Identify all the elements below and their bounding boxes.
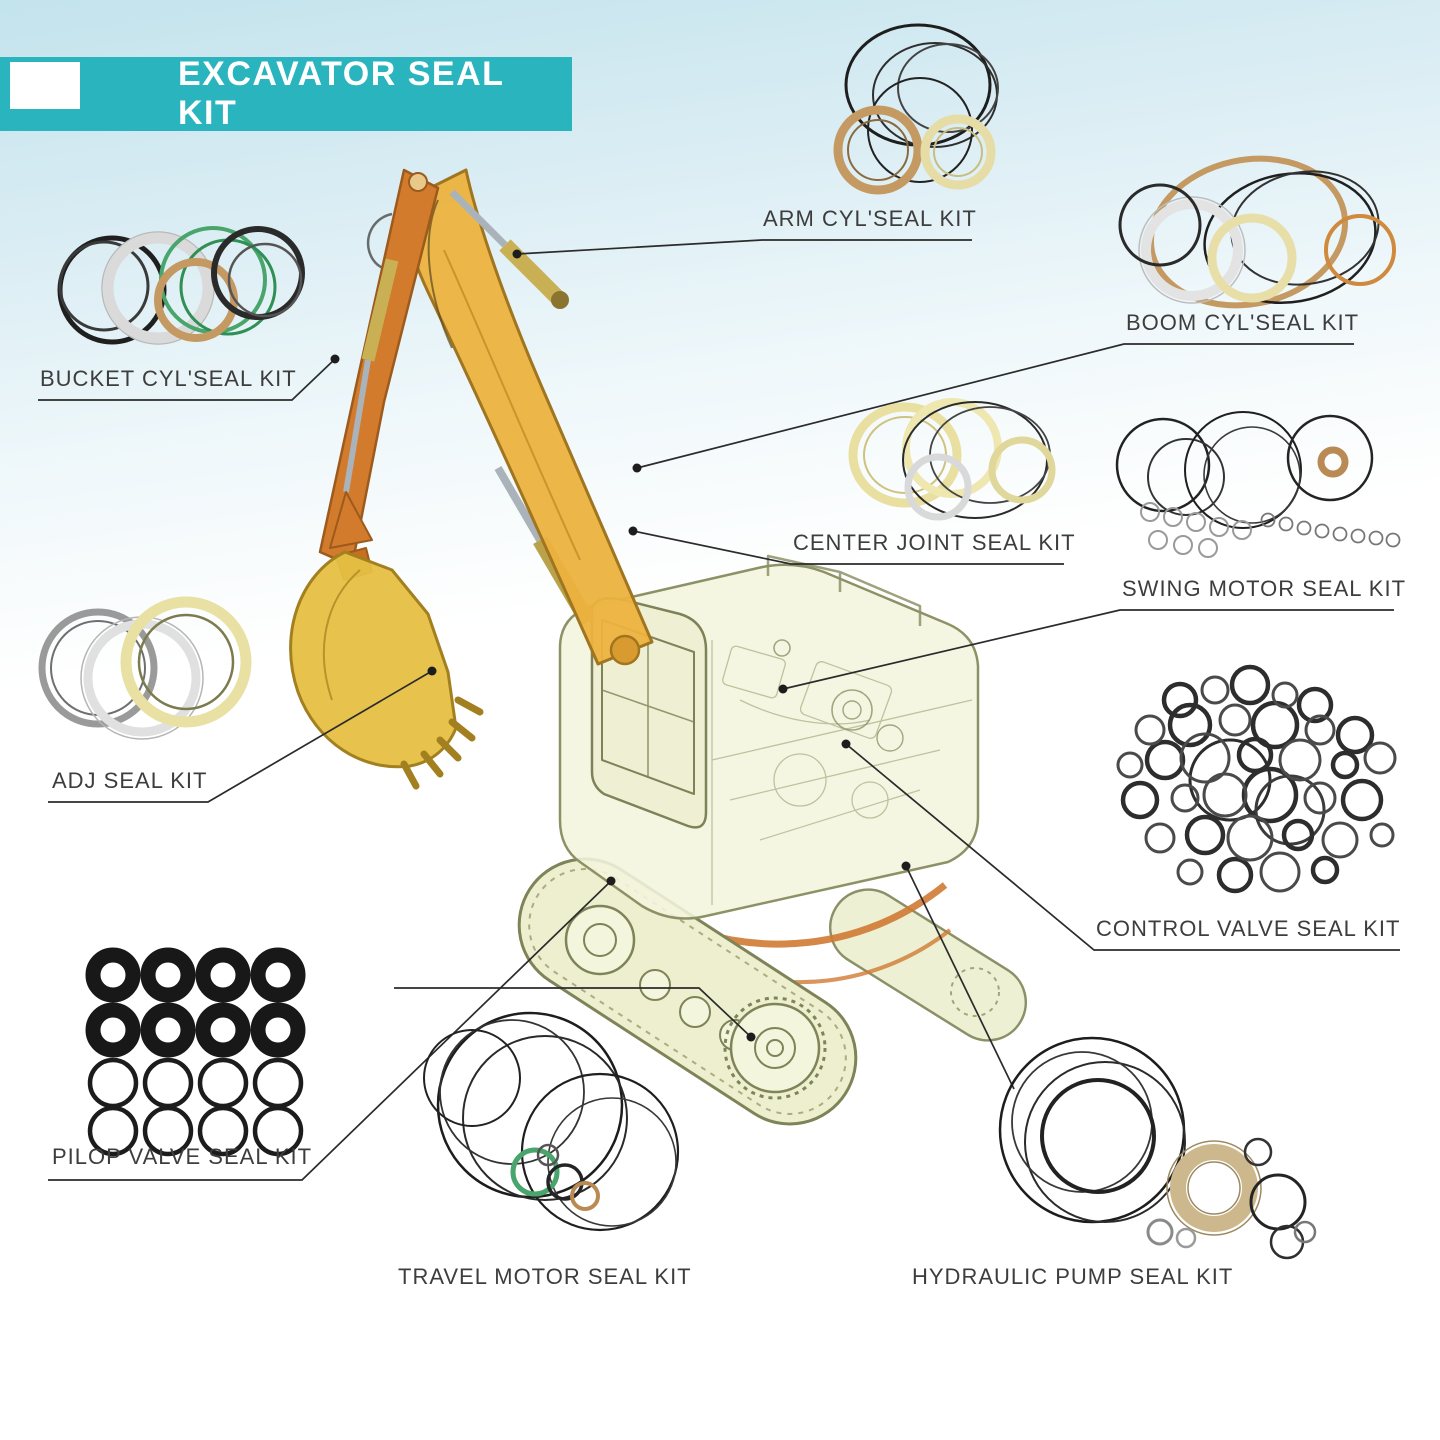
leader-dots — [330, 249, 911, 1042]
center-joint-seal-rings-graphic — [848, 398, 1056, 521]
bucket-seal-rings-graphic — [57, 226, 305, 345]
label-travel-motor-seal-kit: TRAVEL MOTOR SEAL KIT — [398, 1264, 692, 1289]
boom-seal-rings-graphic — [1118, 155, 1396, 309]
arm-seal-rings-graphic — [833, 23, 999, 195]
title-banner: EXCAVATOR SEAL KIT — [0, 55, 572, 132]
label-center-joint-seal-kit: CENTER JOINT SEAL KIT — [793, 530, 1076, 555]
label-hydraulic-pump-seal-kit: HYDRAULIC PUMP SEAL KIT — [912, 1264, 1234, 1289]
page-title: EXCAVATOR SEAL KIT — [178, 55, 504, 132]
travel-motor-seal-rings-graphic — [423, 1011, 680, 1232]
label-arm-cyl-seal-kit: ARM CYL'SEAL KIT — [763, 206, 977, 231]
label-bucket-cyl-seal-kit: BUCKET CYL'SEAL KIT — [40, 366, 297, 391]
hydraulic-pump-seal-rings-graphic — [998, 1036, 1317, 1260]
excavator-illustration — [289, 168, 1028, 1126]
leader-lines — [38, 239, 1400, 1181]
bucket-teeth — [400, 696, 484, 790]
pilot-valve-seal-rings-graphic — [85, 947, 306, 1157]
label-swing-motor-seal-kit: SWING MOTOR SEAL KIT — [1122, 576, 1407, 601]
label-adj-seal-kit: ADJ SEAL KIT — [52, 768, 208, 793]
control-valve-seal-rings-graphic — [1116, 664, 1397, 894]
swing-motor-seal-rings-graphic — [1115, 411, 1401, 558]
label-boom-cyl-seal-kit: BOOM CYL'SEAL KIT — [1126, 310, 1360, 335]
banner-logo-placeholder — [10, 62, 80, 109]
label-pilot-valve-seal-kit: PILOP VALVE SEAL KIT — [52, 1144, 313, 1169]
label-control-valve-seal-kit: CONTROL VALVE SEAL KIT — [1096, 916, 1401, 941]
adj-seal-rings-graphic — [38, 596, 252, 740]
